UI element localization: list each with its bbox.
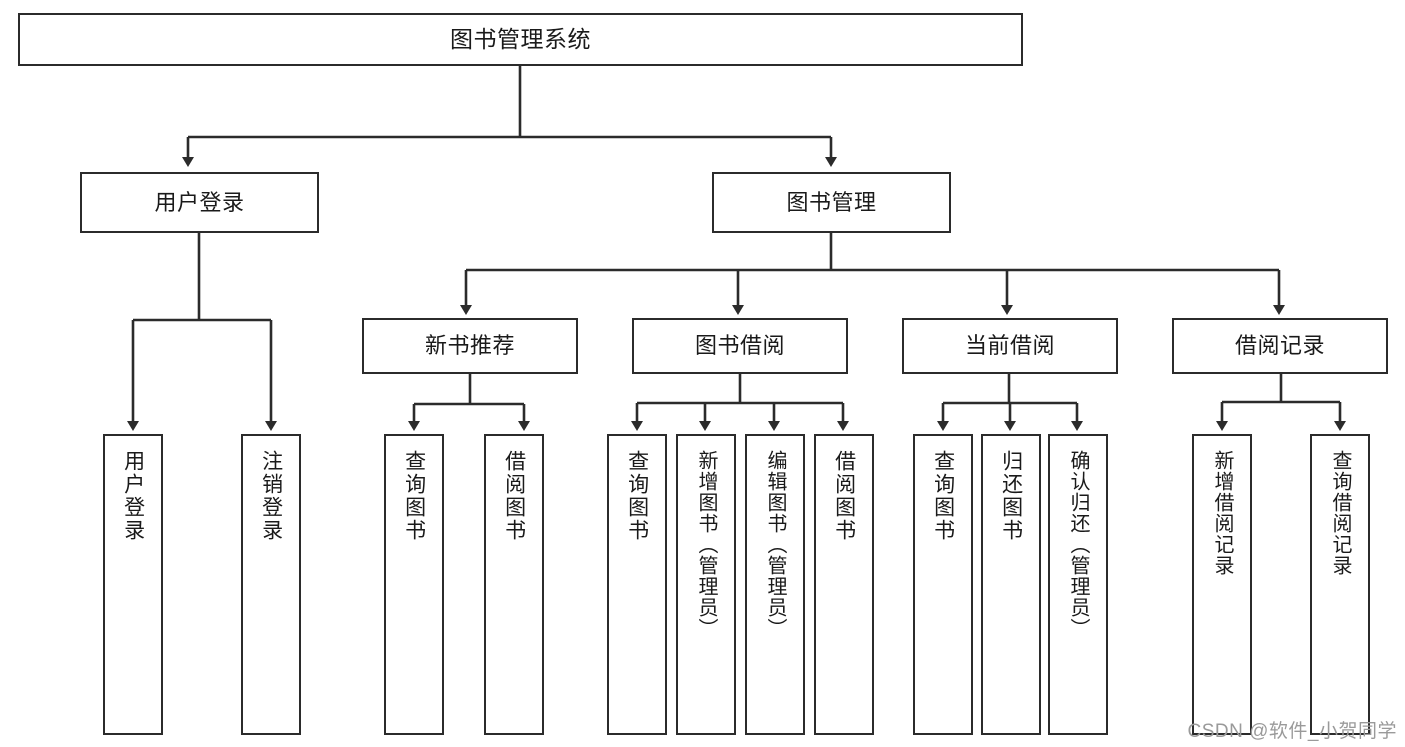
node-root-label: 图书管理系统 (450, 25, 591, 52)
node-book-borrow[interactable]: 图书借阅 (632, 318, 848, 374)
node-leaf-user-login[interactable]: 用户登录 (103, 434, 163, 735)
node-leaf-logout-login[interactable]: 注销登录 (241, 434, 301, 735)
node-book-management-label: 图书管理 (786, 189, 877, 215)
node-leaf-query-record-label: 查询借阅记录 (1329, 450, 1351, 576)
node-leaf-confirm-return-label: 确认归还（管理员） (1067, 450, 1089, 639)
node-current-borrow[interactable]: 当前借阅 (902, 318, 1118, 374)
node-leaf-query-record[interactable]: 查询借阅记录 (1310, 434, 1370, 735)
node-leaf-add-book[interactable]: 新增图书（管理员） (676, 434, 736, 735)
node-leaf-query-book-2-label: 查询图书 (625, 450, 649, 542)
node-borrow-record-label: 借阅记录 (1234, 333, 1325, 359)
node-new-book-recommend[interactable]: 新书推荐 (362, 318, 578, 374)
node-leaf-query-book-3[interactable]: 查询图书 (913, 434, 973, 735)
node-leaf-return-book[interactable]: 归还图书 (981, 434, 1041, 735)
node-leaf-borrow-book-1[interactable]: 借阅图书 (484, 434, 544, 735)
node-leaf-confirm-return[interactable]: 确认归还（管理员） (1048, 434, 1108, 735)
node-book-management[interactable]: 图书管理 (712, 172, 951, 233)
node-leaf-query-book-1[interactable]: 查询图书 (384, 434, 444, 735)
node-leaf-query-book-3-label: 查询图书 (931, 450, 955, 542)
node-leaf-edit-book[interactable]: 编辑图书（管理员） (745, 434, 805, 735)
node-root[interactable]: 图书管理系统 (18, 13, 1023, 66)
node-user-login[interactable]: 用户登录 (80, 172, 319, 233)
node-new-book-recommend-label: 新书推荐 (424, 333, 515, 359)
node-current-borrow-label: 当前借阅 (964, 333, 1055, 359)
node-leaf-query-book-1-label: 查询图书 (402, 450, 426, 542)
node-leaf-user-login-label: 用户登录 (121, 450, 145, 542)
node-leaf-logout-login-label: 注销登录 (259, 450, 283, 542)
node-leaf-borrow-book-1-label: 借阅图书 (502, 450, 526, 542)
node-leaf-edit-book-label: 编辑图书（管理员） (764, 450, 786, 639)
watermark-text: CSDN @软件_小贺同学 (1187, 721, 1397, 742)
node-user-login-label: 用户登录 (154, 189, 245, 215)
node-leaf-query-book-2[interactable]: 查询图书 (607, 434, 667, 735)
node-leaf-add-book-label: 新增图书（管理员） (695, 450, 717, 639)
node-leaf-add-record[interactable]: 新增借阅记录 (1192, 434, 1252, 735)
node-book-borrow-label: 图书借阅 (694, 333, 785, 359)
node-leaf-add-record-label: 新增借阅记录 (1211, 450, 1233, 576)
node-borrow-record[interactable]: 借阅记录 (1172, 318, 1388, 374)
node-leaf-return-book-label: 归还图书 (999, 450, 1023, 542)
node-leaf-borrow-book-2[interactable]: 借阅图书 (814, 434, 874, 735)
node-leaf-borrow-book-2-label: 借阅图书 (832, 450, 856, 542)
